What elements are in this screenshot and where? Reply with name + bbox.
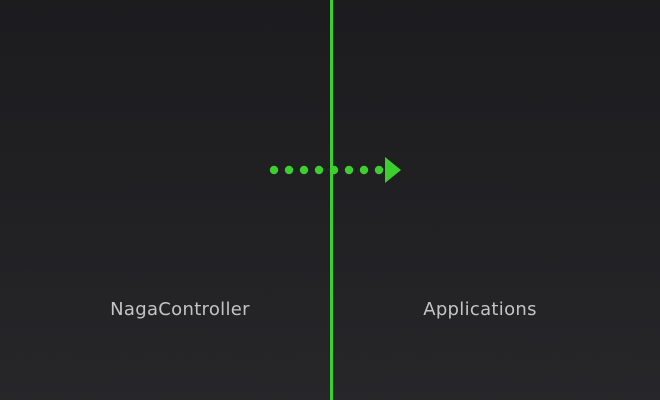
source-app-label: NagaController	[110, 299, 250, 320]
applications-folder-label: Applications	[423, 299, 537, 320]
divider-line	[330, 0, 333, 400]
dotted-right-arrow-icon	[269, 157, 401, 183]
